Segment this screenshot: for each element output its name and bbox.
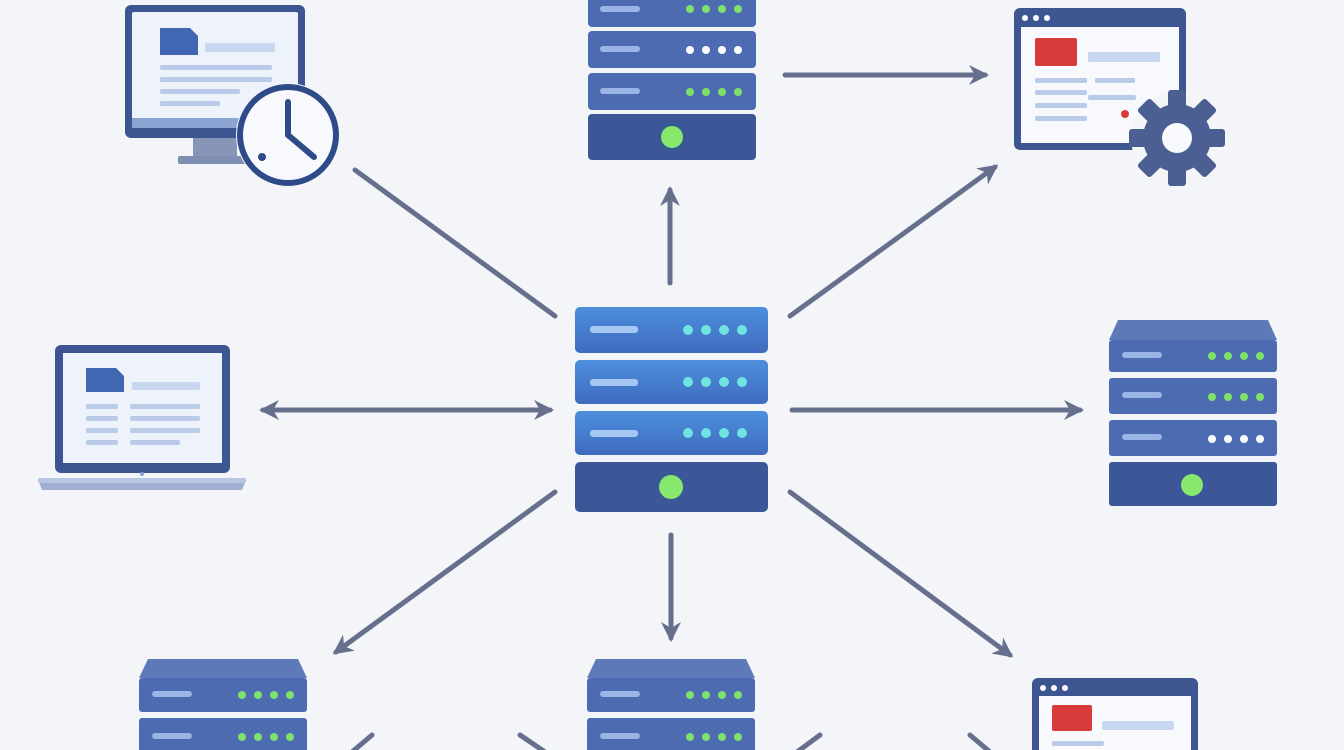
arrow-partial-bottom-4 bbox=[967, 732, 992, 750]
arrow-partial-bottom-3 bbox=[795, 732, 823, 750]
arrow-hub-to-window-bottom-right bbox=[787, 489, 1014, 658]
server-top bbox=[588, 0, 756, 160]
arrow-hub-to-window-settings bbox=[787, 164, 999, 319]
arrow-hub-to-server-bottom-left bbox=[332, 489, 558, 655]
gear-icon bbox=[1129, 90, 1225, 186]
browser-window-bottom-right-icon bbox=[1032, 678, 1198, 750]
arrow-partial-bottom-2 bbox=[517, 732, 547, 750]
arrow-partial-bottom-1 bbox=[350, 732, 375, 750]
laptop-icon bbox=[38, 345, 246, 490]
server-right bbox=[1109, 320, 1277, 506]
clock-icon bbox=[236, 83, 340, 187]
connections bbox=[259, 65, 1084, 750]
server-bottom-left bbox=[139, 659, 307, 750]
connector-desktop-to-hub bbox=[352, 167, 558, 319]
server-bottom bbox=[587, 659, 755, 750]
central-server-icon bbox=[575, 307, 768, 512]
